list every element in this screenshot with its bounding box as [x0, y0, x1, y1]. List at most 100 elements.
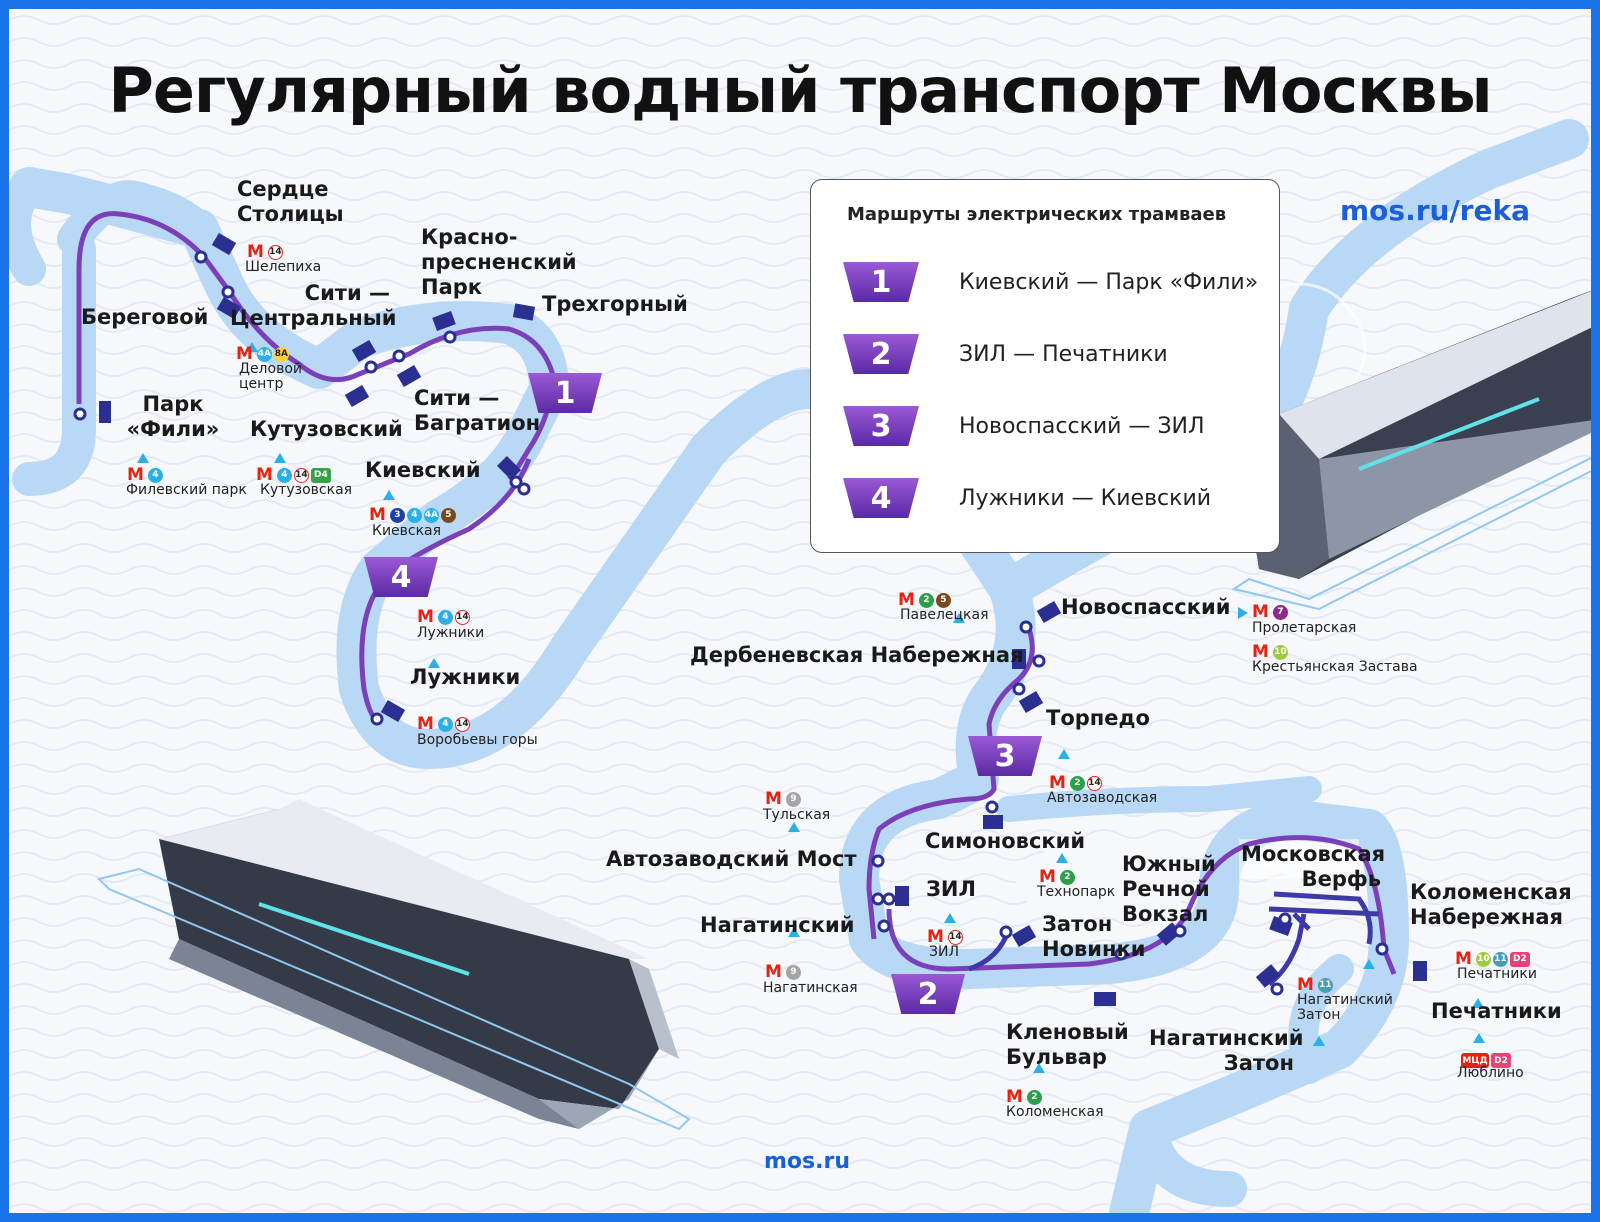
station-luzhniki[interactable]: Лужники — [410, 665, 521, 689]
station-trekhgorny[interactable]: Трехгорный — [542, 292, 688, 316]
metro-station-luzhniki[interactable]: Лужники — [417, 625, 485, 641]
station-serdce-stolitsy[interactable]: Сердце Столицы — [237, 177, 344, 226]
metro-station-lyublino[interactable]: Люблино — [1457, 1065, 1524, 1081]
water-texture — [9, 9, 1591, 1213]
station-park-fili[interactable]: Парк «Фили» — [126, 392, 220, 441]
metro-station-vorobyovy[interactable]: Воробьевы горы — [417, 732, 538, 748]
metro-line-badge: D2 — [1509, 951, 1530, 967]
metro-station-tekhnopark[interactable]: Технопарк — [1037, 884, 1116, 900]
metro-station-nagatinskaya[interactable]: Нагатинская — [763, 980, 858, 996]
station-nagatinsky-zaton[interactable]: Нагатинский Затон — [1149, 1026, 1304, 1075]
metro-line-badge: D4 — [310, 467, 331, 483]
metro-line-badge: D2 — [1491, 1053, 1511, 1068]
river-top-left — [9, 170, 46, 286]
station-klenovy-bulvar[interactable]: Кленовый Бульвар — [1006, 1020, 1129, 1069]
station-kievsky[interactable]: Киевский — [365, 458, 481, 482]
legend-title: Маршруты электрических трамваев — [847, 204, 1227, 225]
metro-line-badge: МЦД — [1461, 1053, 1489, 1068]
station-zil[interactable]: ЗИЛ — [926, 877, 976, 901]
station-derbenevskaya[interactable]: Дербеневская Набережная — [690, 643, 1024, 667]
station-kutuzovsky[interactable]: Кутузовский — [250, 417, 403, 441]
route-3-marker: 3 — [968, 736, 1042, 776]
legend-route-4-number: 4 — [843, 478, 919, 518]
station-kolomenskaya-naberezhnaya[interactable]: Коломенская Набережная — [1410, 880, 1572, 929]
metro-station-avtozavodskaya[interactable]: Автозаводская — [1047, 790, 1158, 806]
legend-route-2: 2 ЗИЛ — Печатники — [843, 334, 1168, 374]
metro-line-badge: 4А — [256, 346, 272, 362]
metro-station-krestyanskaya[interactable]: Крестьянская Застава — [1252, 659, 1418, 675]
station-novospassky[interactable]: Новоспасский — [1061, 595, 1231, 619]
page-title: Регулярный водный транспорт Москвы — [108, 54, 1492, 127]
river-lower-branch — [1131, 1111, 1247, 1207]
metro-logo-icon: М — [898, 590, 915, 610]
legend-route-3: 3 Новоспасский — ЗИЛ — [843, 406, 1205, 446]
metro-station-zil[interactable]: ЗИЛ — [929, 944, 959, 960]
metro-logo-icon: М — [369, 505, 386, 525]
metro-line-badge: 10 — [1475, 951, 1491, 967]
site-url-bottom[interactable]: mos.ru — [764, 1149, 851, 1174]
station-zaton-novinki[interactable]: Затон Новинки — [1042, 912, 1146, 961]
legend-route-1-number: 1 — [843, 262, 919, 302]
metro-station-nagatinsky_zaton[interactable]: Нагатинский Затон — [1297, 992, 1393, 1023]
metro-line-badge: 2 — [1069, 775, 1085, 791]
station-torpedo[interactable]: Торпедо — [1046, 706, 1150, 730]
metro-line-badge: 14 — [1086, 775, 1102, 791]
metro-station-kievskaya[interactable]: Киевская — [372, 523, 442, 539]
route-2-zaton — [1267, 891, 1380, 986]
route-2-line — [886, 835, 1397, 975]
station-nagatinsky[interactable]: Нагатинский — [700, 913, 855, 937]
metro-line-badge: 11 — [1317, 977, 1333, 993]
metro-logo-icon: М — [127, 465, 144, 485]
route-3-line — [866, 628, 1035, 940]
metro-station-delovoy[interactable]: Деловой центр — [239, 361, 302, 392]
metro-logo-icon: М — [1039, 867, 1056, 887]
legend-route-4-label: Лужники — Киевский — [959, 485, 1212, 511]
metro-station-paveletskaya[interactable]: Павелецкая — [900, 607, 989, 623]
metro-station-proletarskaya[interactable]: Пролетарская — [1252, 620, 1357, 636]
metro-line-badge: 4 — [437, 716, 453, 732]
metro-logo-icon: М — [1455, 949, 1472, 969]
metro-line-badge: 11 — [1492, 951, 1508, 967]
metro-line-badge: 14 — [947, 929, 963, 945]
station-beregovoy[interactable]: Береговой — [81, 305, 209, 329]
metro-logo-icon: М — [247, 242, 264, 262]
metro-logo-icon: М — [1252, 642, 1269, 662]
metro-line-badge: 2 — [1026, 1089, 1042, 1105]
metro-logo-icon: М — [765, 962, 782, 982]
station-pechatniki[interactable]: Печатники — [1431, 999, 1562, 1023]
metro-line-badge: 2 — [1059, 869, 1075, 885]
electric-tram-boat-bottom — [97, 799, 691, 1131]
metro-station-kolomenskaya[interactable]: Коломенская — [1006, 1104, 1104, 1120]
metro-station-filevsky[interactable]: Филевский парк — [126, 482, 247, 498]
metro-station-kutuzovskaya[interactable]: Кутузовская — [260, 482, 353, 498]
metro-station-shelepikha[interactable]: Шелепиха — [245, 259, 322, 275]
station-city-central[interactable]: Сити — Центральный — [230, 281, 397, 330]
station-city-bagration[interactable]: Сити — Багратион — [414, 386, 541, 435]
metro-station-tulskaya[interactable]: Тульская — [763, 807, 831, 823]
site-url-top[interactable]: mos.ru/reka — [1340, 194, 1530, 227]
routes-legend: Маршруты электрических трамваев 1 Киевск… — [810, 179, 1280, 553]
river-canal — [996, 776, 1322, 822]
metro-station-pechatniki[interactable]: Печатники — [1457, 966, 1537, 982]
station-avtozavodsky-most[interactable]: Автозаводский Мост — [606, 847, 857, 871]
metro-logo-icon: М — [765, 789, 782, 809]
station-yuzhny-rechnoy-vokzal[interactable]: Южный Речной Вокзал — [1122, 852, 1216, 926]
station-krasnopresnensky-park[interactable]: Красно- пресненский Парк — [421, 225, 577, 299]
metro-line-badge: 3 — [389, 507, 405, 523]
legend-route-2-label: ЗИЛ — Печатники — [959, 341, 1168, 367]
station-moskovskaya-verf[interactable]: Московская Верфь — [1241, 842, 1386, 891]
metro-line-badge: 14 — [454, 609, 470, 625]
metro-line-badge: 4 — [276, 467, 292, 483]
station-simonovsky[interactable]: Симоновский — [925, 829, 1086, 853]
metro-logo-icon: М — [927, 927, 944, 947]
river-west — [12, 232, 96, 496]
